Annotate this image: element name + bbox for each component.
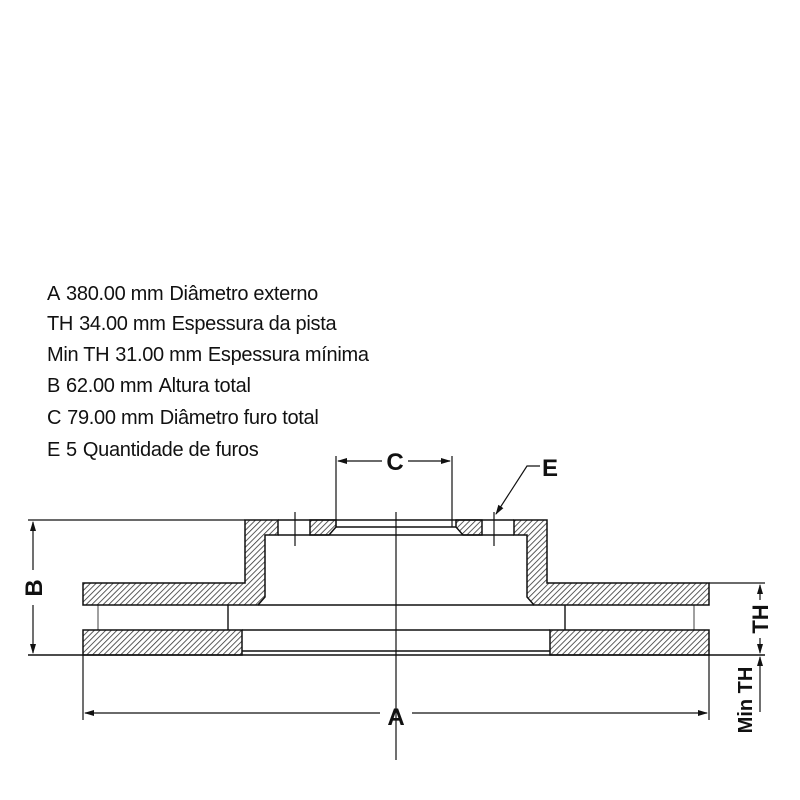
spec-label: TH [47,313,74,335]
spec-description: Espessura da pista [171,313,337,335]
label-th: TH [748,604,773,633]
spec-value: 380.00 mm [66,283,164,305]
spec-value: 5 [66,439,77,461]
spec-label: A [47,283,61,305]
spec-description: Altura total [158,375,251,397]
label-c: C [386,449,403,476]
spec-description: Diâmetro furo total [159,407,319,429]
spec-value: 34.00 mm [79,313,166,335]
spec-description: Diâmetro externo [169,283,319,305]
spec-label: Min TH [47,344,110,366]
right-hub-flange [455,519,483,536]
spec-value: 79.00 mm [67,407,154,429]
label-e: E [542,455,558,482]
right-lower-plate [549,629,710,656]
right-upper-plate-and-hat-wall [513,519,710,606]
spec-label: E [47,439,61,461]
center-lines [294,512,495,760]
spec-description: Quantidade de furos [82,439,259,461]
label-a: A [387,704,404,731]
spec-label: B [47,375,61,397]
spec-value: 31.00 mm [115,344,202,366]
leader-e [495,465,540,515]
dimension-lines [28,456,765,720]
left-lower-plate [82,629,243,656]
disc-section [82,519,710,656]
label-min-th: Min TH [735,667,757,734]
spec-label: C [47,407,62,429]
label-b: B [21,579,48,596]
spec-description: Espessura mínima [207,344,369,366]
left-upper-plate-and-hat-wall [82,519,279,606]
spec-value: 62.00 mm [66,375,153,397]
left-hub-flange [309,519,337,536]
